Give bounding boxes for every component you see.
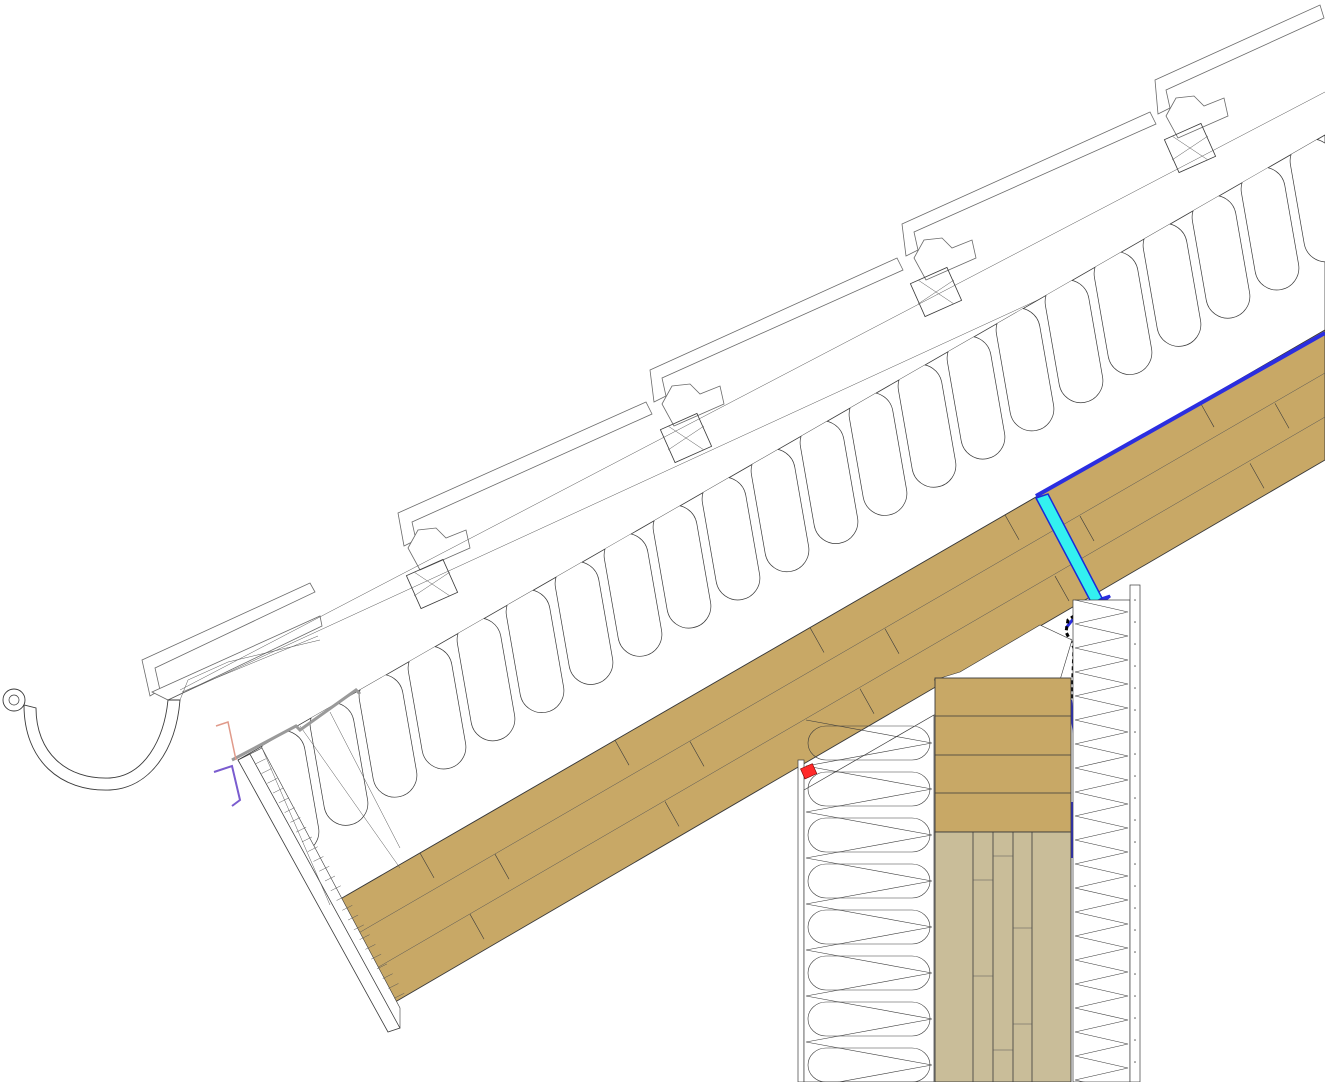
cladding-dot xyxy=(1134,841,1136,843)
tile-course xyxy=(1154,4,1325,139)
fascia-tick xyxy=(330,885,341,891)
cladding-dot xyxy=(1134,907,1136,909)
cladding-dot xyxy=(1134,1017,1136,1019)
clt-joint xyxy=(664,801,680,827)
fascia-tick xyxy=(371,953,382,960)
fascia-tick xyxy=(290,817,301,823)
insulation-batt xyxy=(807,909,931,945)
clt-joint xyxy=(1079,515,1095,542)
fascia-tick xyxy=(365,944,376,950)
insulation-batt xyxy=(807,817,931,853)
clt-joint xyxy=(809,627,825,653)
fascia-tick xyxy=(261,768,272,774)
cladding-dot xyxy=(1134,1061,1136,1063)
insulation-batt xyxy=(807,725,931,761)
fascia-tick xyxy=(272,787,284,794)
clt-joint xyxy=(689,741,705,767)
fascia-tick xyxy=(353,924,364,931)
fascia-tick xyxy=(284,807,295,813)
fascia-tick xyxy=(249,748,261,755)
fascia-tick xyxy=(359,934,370,940)
fascia-tick xyxy=(388,983,399,989)
fascia-tick xyxy=(394,993,405,999)
cladding-dot xyxy=(1134,753,1136,755)
fascia-tick xyxy=(307,846,318,852)
insulation-batt xyxy=(807,1001,931,1037)
fixing-block xyxy=(800,763,818,780)
fascia-tick xyxy=(376,963,388,970)
cladding-dot xyxy=(1134,665,1136,667)
cladding-dot xyxy=(1134,643,1136,645)
clt-joint xyxy=(884,628,900,654)
cladding-dot xyxy=(1134,819,1136,821)
cladding-dot xyxy=(1134,775,1136,777)
tile-course xyxy=(901,111,1157,281)
fascia-tick xyxy=(313,856,324,862)
batten xyxy=(1163,122,1217,174)
cladding-dot xyxy=(1134,599,1136,601)
clt-joint xyxy=(1274,403,1290,429)
wall-insulation-outer xyxy=(1072,584,1141,1082)
cladding-dot xyxy=(1134,621,1136,623)
insulation-batt xyxy=(807,863,931,899)
cladding-dot xyxy=(1134,995,1136,997)
insulation-batt xyxy=(807,955,931,991)
cladding-dot xyxy=(1134,863,1136,865)
fascia-tick xyxy=(278,797,289,804)
fascia-tick xyxy=(255,758,266,764)
wall-top-plate xyxy=(934,677,1072,833)
clt-joint xyxy=(1249,463,1265,489)
wall-insulation-inner xyxy=(797,624,1073,1082)
clt-joint xyxy=(494,854,510,880)
cladding-dot xyxy=(1134,973,1136,975)
tile-course xyxy=(397,401,653,571)
batten xyxy=(405,558,459,610)
insulation-batt xyxy=(807,1047,931,1082)
eaves-flashing xyxy=(213,688,362,807)
cladding-dot xyxy=(1134,709,1136,711)
clt-joint xyxy=(1199,401,1215,428)
glulam-post xyxy=(934,831,1072,1082)
fascia-tick xyxy=(319,866,330,872)
insulation-zigzag xyxy=(1074,599,1129,1082)
roof-insulation xyxy=(237,134,1325,906)
cladding-dot xyxy=(1134,687,1136,689)
tile-course xyxy=(141,582,323,701)
clt-joint xyxy=(859,688,875,714)
clt-joint xyxy=(1004,514,1020,540)
cladding-dot xyxy=(1134,1039,1136,1041)
airtight-seal xyxy=(1034,493,1103,606)
cladding-dot xyxy=(1134,885,1136,887)
insulation-batt xyxy=(807,771,931,807)
fascia-tick xyxy=(342,905,353,911)
fascia-board xyxy=(237,711,405,1033)
insulation-zigzag xyxy=(805,719,933,1082)
clt-joint xyxy=(469,914,485,940)
batten xyxy=(659,412,713,464)
cladding-dot xyxy=(1134,951,1136,953)
clt-joint xyxy=(1054,575,1070,602)
fascia-tick xyxy=(301,836,313,843)
fascia-tick xyxy=(324,875,336,882)
cladding-dot xyxy=(1134,929,1136,931)
clt-joint xyxy=(419,852,435,879)
eaves-gutter xyxy=(2,635,321,791)
tile-course xyxy=(649,257,904,427)
clt-joint xyxy=(614,740,630,766)
cladding-dot xyxy=(1134,797,1136,799)
batten xyxy=(909,266,963,318)
fascia-tick xyxy=(347,914,359,921)
fascia-tick xyxy=(382,973,393,979)
tile-battens xyxy=(405,122,1217,610)
fascia-tick xyxy=(336,895,347,901)
cladding-dot xyxy=(1134,731,1136,733)
roof-tiles xyxy=(141,4,1325,701)
